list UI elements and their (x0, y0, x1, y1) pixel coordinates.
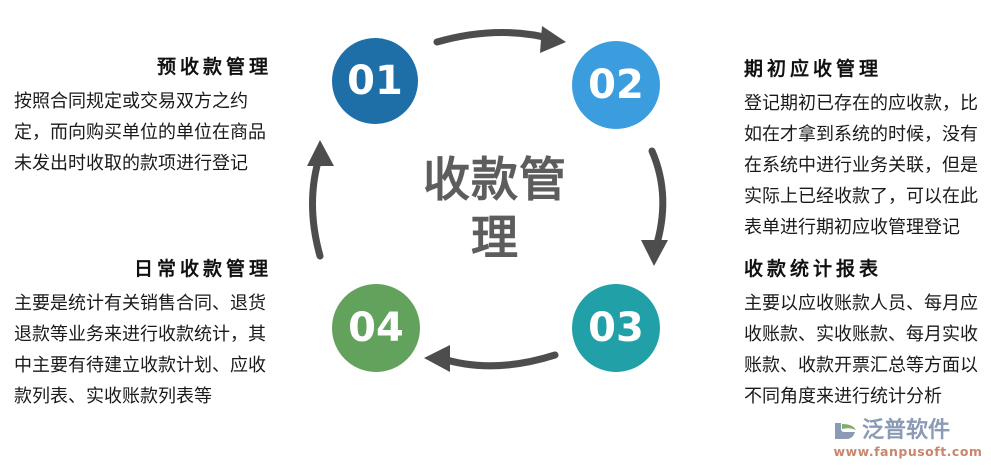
heading-initial-receivable: 期初应收管理 (744, 58, 883, 80)
step-number-02: 02 (588, 62, 644, 108)
arrow-03-to-04-icon (424, 345, 559, 372)
step-circle-02[interactable]: 02 (572, 41, 660, 129)
body-daily-collection: 主要是统计有关销售合同、退货退款等业务来进行收款统计，其中主要有待建立收款计划、… (14, 293, 266, 407)
body-prepay: 按照合同规定或交易双方之约定，而向购买单位的单位在商品未发出时收取的款项进行登记 (14, 91, 266, 174)
text-block-daily-collection: 日常收款管理 主要是统计有关销售合同、退货退款等业务来进行收款统计，其中主要有待… (14, 256, 282, 412)
step-circle-04[interactable]: 04 (332, 284, 420, 372)
body-initial-receivable: 登记期初已存在的应收款，比如在才拿到系统的时候，没有在系统中进行业务关联，但是实… (744, 93, 978, 238)
heading-daily-collection: 日常收款管理 (133, 258, 272, 280)
diagram-center-title: 收款管理 (423, 153, 567, 266)
watermark-url-text: www.fanpusoft.com (833, 444, 983, 459)
step-circle-01[interactable]: 01 (332, 38, 418, 124)
text-block-collection-report: 收款统计报表 主要以应收账款人员、每月应收账款、实收账款、每月实收账款、收款开票… (744, 256, 984, 412)
heading-collection-report: 收款统计报表 (744, 258, 883, 280)
step-number-04: 04 (348, 305, 404, 351)
text-block-prepay: 预收款管理 按照合同规定或交易双方之约定，而向购买单位的单位在商品未发出时收取的… (14, 54, 282, 179)
step-number-01: 01 (347, 58, 403, 104)
watermark-brand-row: 泛普软件 (833, 417, 983, 445)
step-circle-03[interactable]: 03 (572, 284, 660, 372)
body-collection-report: 主要以应收账款人员、每月应收账款、实收账款、每月实收账款、收款开票汇总等方面以不… (744, 293, 978, 407)
watermark-brand-text: 泛普软件 (862, 418, 951, 443)
heading-prepay: 预收款管理 (156, 56, 272, 78)
fanpu-logo-icon (835, 423, 856, 439)
arrow-02-to-03-icon (641, 147, 668, 266)
arrow-01-to-02-icon (433, 26, 566, 53)
text-block-initial-receivable: 期初应收管理 登记期初已存在的应收款，比如在才拿到系统的时候，没有在系统中进行业… (744, 56, 984, 243)
watermark-logo: 泛普软件 www.fanpusoft.com (833, 417, 983, 463)
step-number-03: 03 (588, 305, 644, 351)
arrow-04-to-01-icon (307, 140, 334, 260)
